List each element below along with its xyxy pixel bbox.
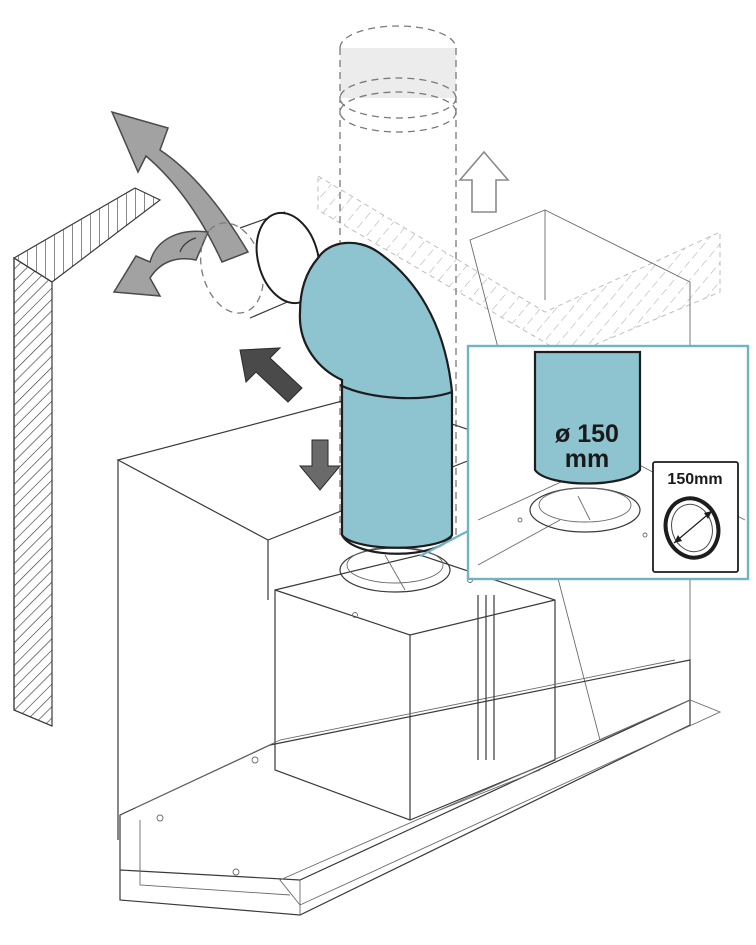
detail-callout: ø 150 mm 150mm [466, 344, 750, 581]
curved-arrow-up-left-icon [110, 110, 250, 263]
wall [12, 187, 162, 727]
duct-diameter-unit: mm [565, 445, 609, 473]
ceiling-outline [317, 175, 721, 357]
hood-body [119, 546, 722, 916]
curved-arrow-left-icon [112, 230, 210, 297]
ring-size-label: 150mm [667, 471, 722, 488]
arrow-up-outline-icon [458, 150, 510, 213]
callout-pointer [419, 529, 471, 557]
vertical-duct-outline [339, 25, 457, 540]
arrow-down-icon [298, 439, 342, 491]
duct-diameter-label: ø 150 [555, 420, 619, 448]
duct-elbow [298, 241, 454, 555]
arrow-diagonal-up-left-icon [239, 347, 303, 403]
